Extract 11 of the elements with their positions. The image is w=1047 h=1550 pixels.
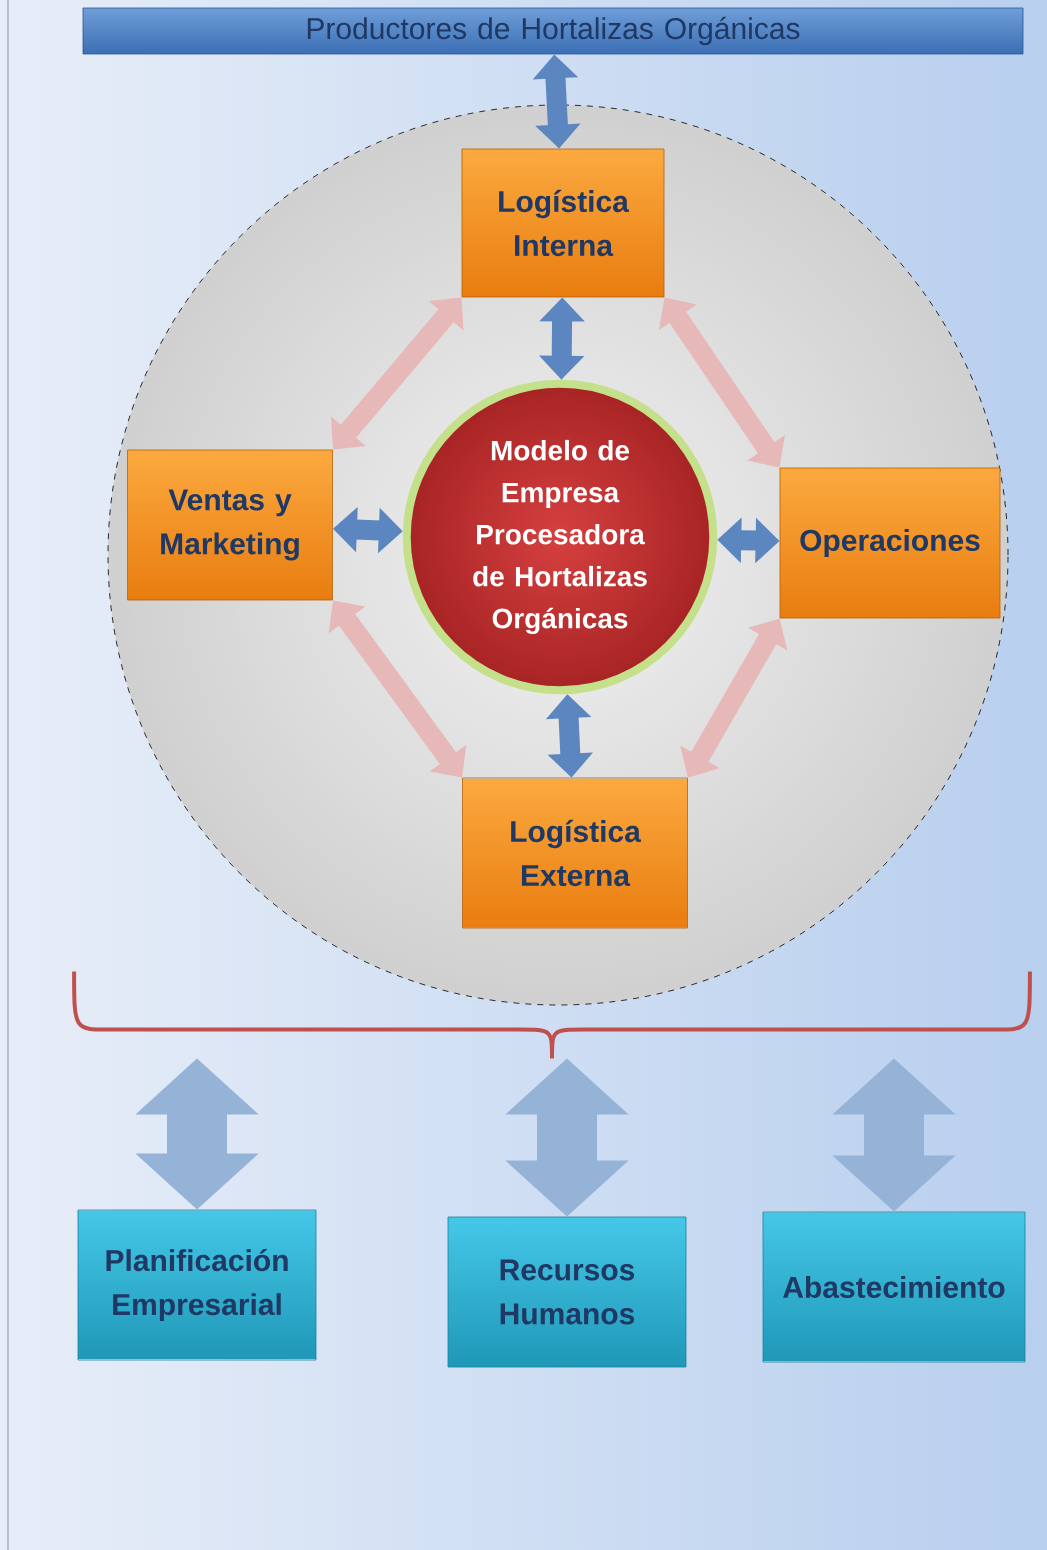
process-box: Ventas y Marketing xyxy=(127,449,333,601)
banner-box: Productores de Hortalizas Orgánicas xyxy=(82,7,1024,55)
double-arrow xyxy=(331,297,464,450)
support-box: Planificación Empresarial xyxy=(77,1209,317,1361)
curly-brace xyxy=(72,971,1032,1061)
background-disk xyxy=(107,104,1009,1006)
process-box: Operaciones xyxy=(779,467,1001,619)
support-box: Abastecimiento xyxy=(762,1211,1026,1363)
process-box: Logística Externa xyxy=(462,777,688,929)
support-box: Recursos Humanos xyxy=(447,1216,687,1368)
process-box: Logística Interna xyxy=(461,148,665,298)
